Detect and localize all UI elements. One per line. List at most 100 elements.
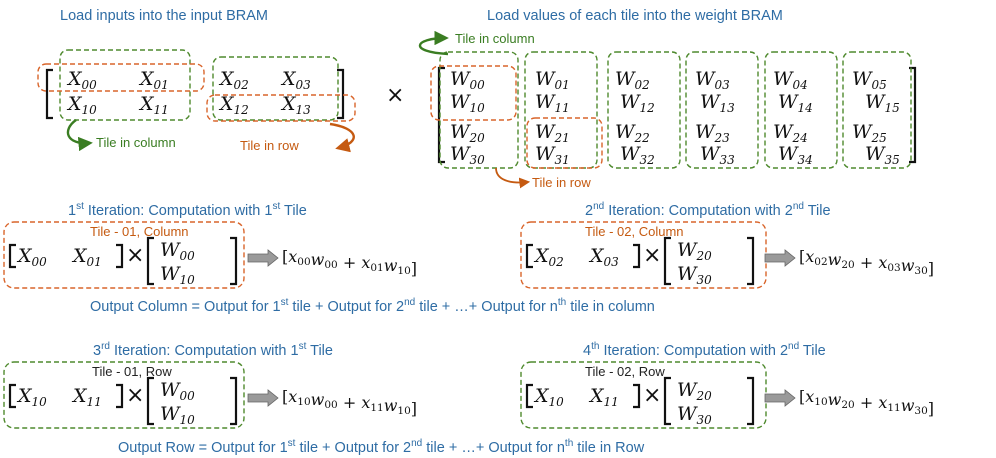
iteration-3-w-right-bracket (230, 376, 238, 426)
weight-element-00: W00 (450, 68, 485, 92)
weight-tile-col-3 (607, 51, 681, 169)
weight-tile-in-row-label: Tile in row (532, 175, 591, 190)
iteration-4-result: [x10w20 + x11w30] (799, 387, 934, 418)
iteration-1-w0: W00 (160, 239, 195, 263)
iteration-1-x-right-bracket (116, 243, 124, 269)
weight-bram-title: Load values of each tile into the weight… (487, 8, 783, 24)
iteration-1-multiply: × (126, 243, 144, 268)
iteration-1-w-right-bracket (230, 236, 238, 286)
weight-element-25: W25 (852, 121, 887, 145)
iteration-4-x0: X10 (533, 385, 564, 409)
iteration-3: 3rd Iteration: Computation with 1st Tile… (3, 341, 417, 429)
iteration-2-x0: X02 (533, 245, 564, 269)
weight-element-33: W33 (700, 143, 735, 167)
iteration-4-w0: W20 (677, 379, 712, 403)
weight-tile-col-5 (764, 51, 838, 169)
iteration-1-result-arrow (247, 249, 279, 267)
iteration-4-tile-label: Tile - 02, Row (585, 364, 665, 379)
iteration-3-x1: X11 (71, 385, 102, 409)
input-tile-row-2 (206, 94, 356, 122)
weight-tile-row-1 (430, 65, 517, 121)
iteration-2-x-left-bracket (525, 243, 533, 269)
input-tile-in-column-label: Tile in column (96, 135, 176, 150)
weight-element-03: W03 (695, 68, 730, 92)
iteration-3-tile-label: Tile - 01, Row (92, 364, 172, 379)
input-element-10: X10 (66, 93, 97, 117)
iteration-4-x1: X11 (588, 385, 619, 409)
iteration-3-result: [x10w00 + x11w10] (282, 387, 417, 418)
iteration-4-heading: 4th Iteration: Computation with 2nd Tile (583, 341, 826, 359)
weight-element-02: W02 (615, 68, 650, 92)
weight-left-bracket (437, 66, 445, 164)
input-element-00: X00 (66, 68, 97, 92)
weight-tile-row-2 (526, 117, 603, 169)
iteration-3-w0: W00 (160, 379, 195, 403)
iteration-4-multiply: × (643, 383, 661, 408)
iteration-1: 1st Iteration: Computation with 1st Tile… (3, 201, 417, 289)
iteration-2-result-arrow (764, 249, 796, 267)
weight-element-21: W21 (535, 121, 570, 145)
iteration-3-w1: W10 (160, 403, 195, 427)
iteration-3-x-right-bracket (116, 383, 124, 409)
weight-element-05: W05 (852, 68, 887, 92)
iteration-2-x-right-bracket (633, 243, 641, 269)
iteration-3-x-left-bracket (8, 383, 16, 409)
iteration-2-w0: W20 (677, 239, 712, 263)
weight-element-13: W13 (700, 91, 735, 115)
weight-tile-col-2 (524, 51, 598, 169)
iteration-2-w1: W30 (677, 263, 712, 287)
iteration-3-tile-box (3, 361, 245, 429)
iteration-3-multiply: × (126, 383, 144, 408)
iteration-3-x0: X10 (16, 385, 47, 409)
iteration-1-x-left-bracket (8, 243, 16, 269)
iteration-4-result-arrow (764, 389, 796, 407)
weight-element-22: W22 (615, 121, 650, 145)
weight-element-15: W15 (865, 91, 900, 115)
input-tile-in-row-label: Tile in row (240, 138, 299, 153)
iteration-3-heading: 3rd Iteration: Computation with 1st Tile (93, 341, 333, 359)
input-element-11: X11 (138, 93, 169, 117)
weight-element-34: W34 (778, 143, 813, 167)
weight-element-01: W01 (535, 68, 570, 92)
weight-element-12: W12 (620, 91, 655, 115)
weight-right-bracket (909, 66, 917, 164)
weight-tile-col-6 (842, 51, 912, 169)
iteration-4-w-right-bracket (747, 376, 755, 426)
iteration-2-tile-box (520, 221, 767, 289)
iteration-3-w-left-bracket (146, 376, 154, 426)
input-element-12: X12 (218, 93, 249, 117)
iteration-2-tile-label: Tile - 02, Column (585, 224, 684, 239)
iteration-2: 2nd Iteration: Computation with 2nd Tile… (520, 201, 934, 289)
input-right-bracket (337, 68, 345, 120)
iteration-4: 4th Iteration: Computation with 2nd Tile… (520, 341, 934, 429)
input-left-bracket (45, 68, 53, 120)
input-tile-col-1 (59, 49, 191, 121)
input-tile-in-column-indicator: Tile in column (66, 119, 176, 152)
iteration-4-w1: W30 (677, 403, 712, 427)
iteration-1-x1: X01 (71, 245, 102, 269)
output-column-summary: Output Column = Output for 1st tile + Ou… (90, 297, 655, 315)
weight-tile-in-row-indicator: Tile in row (495, 167, 591, 190)
iteration-4-tile-box (520, 361, 767, 429)
weight-element-35: W35 (865, 143, 900, 167)
multiply-sign: × (386, 83, 404, 108)
iteration-3-result-arrow (247, 389, 279, 407)
weight-element-31: W31 (535, 143, 570, 167)
iteration-1-tile-label: Tile - 01, Column (90, 224, 189, 239)
weight-tile-in-column-indicator: Tile in column (418, 30, 535, 56)
iteration-1-result: [x00w00 + x01w10] (282, 247, 417, 278)
input-element-03: X03 (280, 68, 311, 92)
input-element-01: X01 (138, 68, 169, 92)
weight-tile-in-column-label: Tile in column (455, 31, 535, 46)
weight-element-23: W23 (695, 121, 730, 145)
weight-element-14: W14 (778, 91, 813, 115)
input-element-13: X13 (280, 93, 311, 117)
weight-element-20: W20 (450, 121, 485, 145)
output-row-summary: Output Row = Output for 1st tile + Outpu… (118, 438, 645, 456)
weight-element-24: W24 (773, 121, 808, 145)
iteration-1-heading: 1st Iteration: Computation with 1st Tile (68, 201, 307, 219)
iteration-1-w-left-bracket (146, 236, 154, 286)
